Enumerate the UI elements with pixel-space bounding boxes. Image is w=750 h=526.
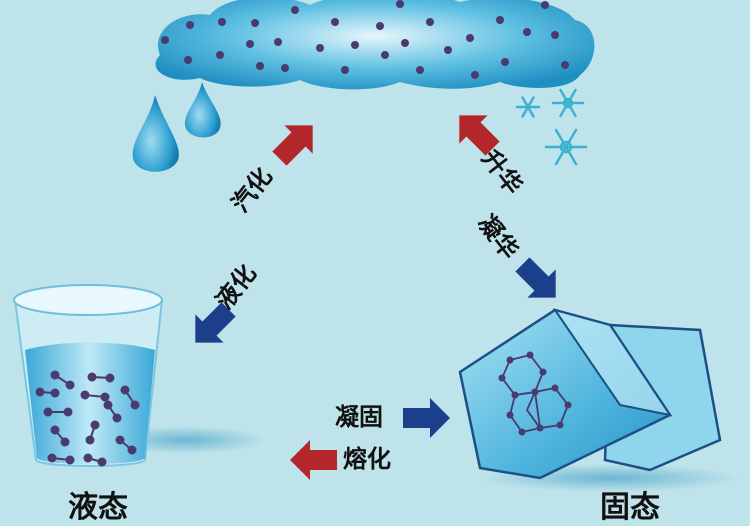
ice-cube-icon [458,308,740,492]
water-phase-diagram: 汽化 液化 升华 凝华 凝固 熔化 液态 固态 [13,0,740,525]
liquefaction-arrow-icon [195,302,236,343]
snowflake-icon [515,88,588,166]
deposition-arrow-icon [515,257,556,298]
melting-arrow-icon [290,440,337,480]
solid-state-label: 固态 [600,490,660,525]
melting-label: 熔化 [343,445,391,473]
vaporization-arrow-icon [272,125,313,166]
solidification-label: 凝固 [335,403,383,431]
raindrop-icon [132,82,221,172]
sublimation-arrow-icon [459,115,500,156]
water-glass-icon [13,284,265,467]
cloud-icon [155,0,595,90]
liquid-state-label: 液态 [68,490,128,525]
solidification-arrow-icon [403,398,450,438]
